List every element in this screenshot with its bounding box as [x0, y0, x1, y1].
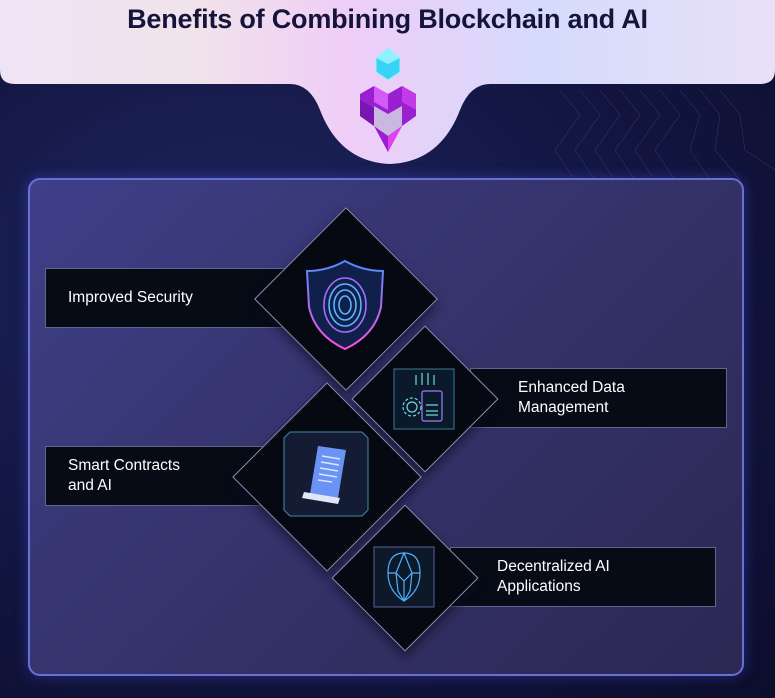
- fingerprint-shield-icon: [305, 259, 385, 351]
- scroll-contract-icon: [283, 431, 369, 517]
- benefit-label: Decentralized AI Applications: [497, 558, 610, 595]
- face-scan-icon: [373, 546, 435, 608]
- benefit-label: Smart Contracts and AI: [68, 457, 180, 494]
- blockchain-ai-logo-icon: [360, 47, 416, 152]
- benefit-card-decentralized-ai: Decentralized AI Applications: [450, 547, 716, 607]
- header-background: [0, 0, 775, 181]
- benefit-card-enhanced-data-management: Enhanced Data Management: [470, 368, 727, 428]
- benefit-label: Enhanced Data Management: [518, 379, 625, 416]
- page-title: Benefits of Combining Blockchain and AI: [127, 4, 648, 34]
- benefit-label: Improved Security: [68, 289, 193, 306]
- data-management-icon: [393, 368, 455, 430]
